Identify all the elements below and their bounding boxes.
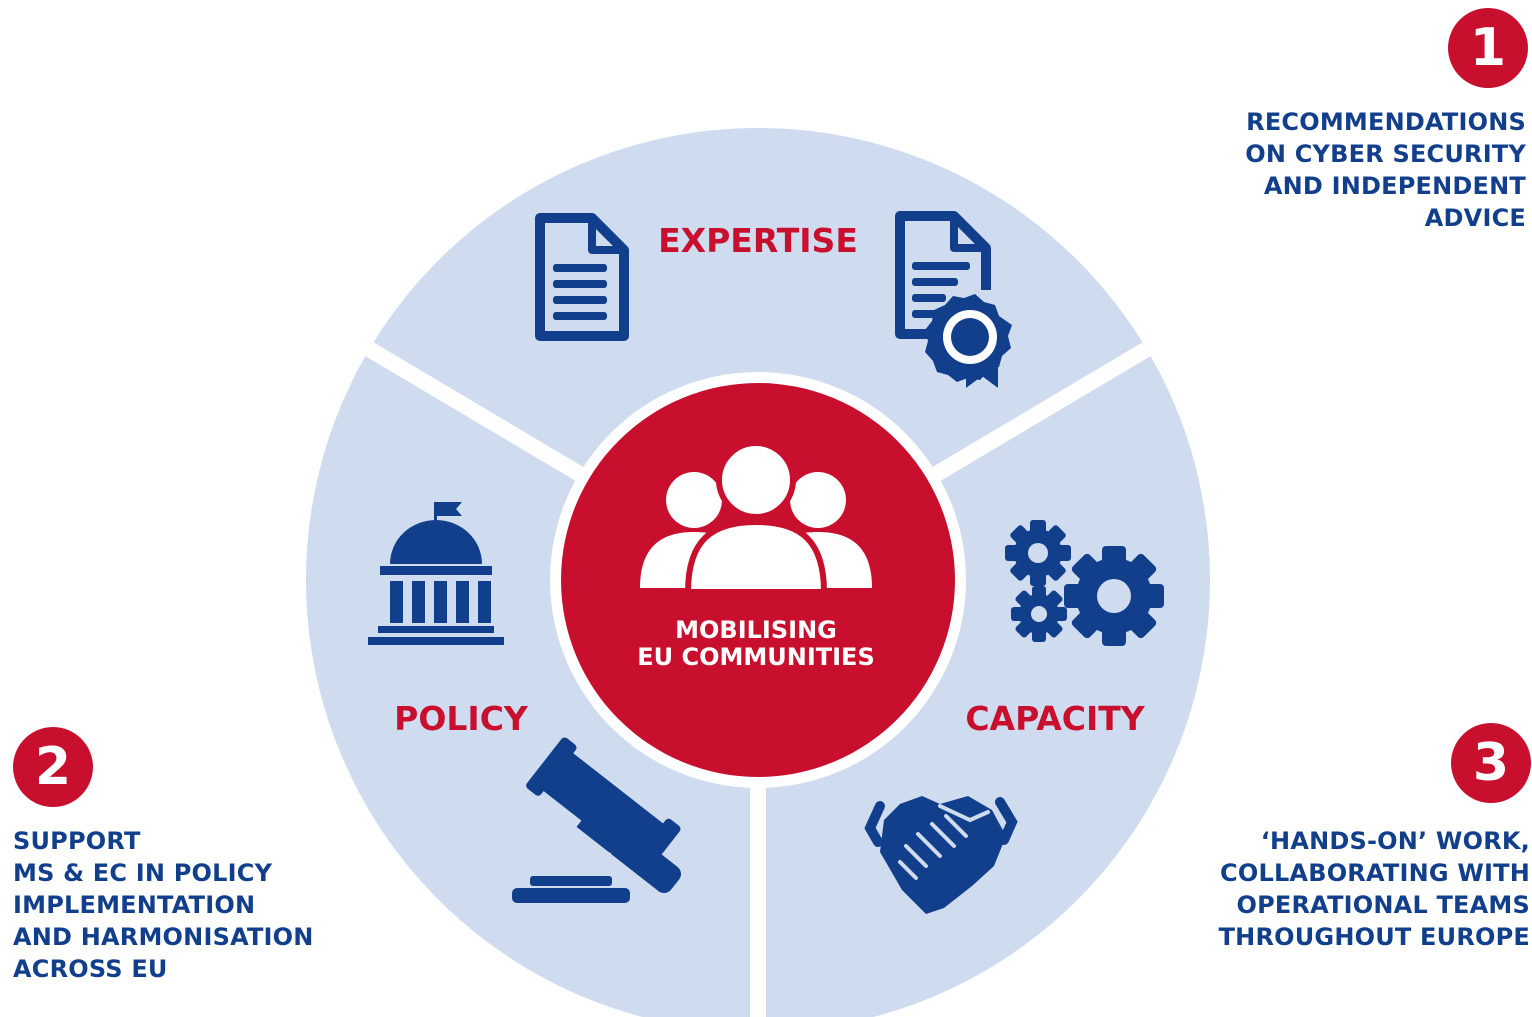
callout-3-line: OPERATIONAL TEAMS [1236,891,1530,919]
callout-2-line: MS & EC IN POLICY [13,859,273,887]
gear-large-icon [1064,546,1164,646]
callout-1-line: ADVICE [1424,204,1526,232]
callout-2-number-badge: 2 [13,727,93,807]
gear-bottom-icon [1011,586,1067,642]
callout-1-line: ON CYBER SECURITY [1245,140,1526,168]
callout-1-line: AND INDEPENDENT [1263,172,1526,200]
document-icon [535,213,629,341]
callout-2-line: IMPLEMENTATION [13,891,256,919]
center-label-line2: EU COMMUNITIES [637,643,875,671]
callout-3-line: THROUGHOUT EUROPE [1218,923,1530,951]
callout-1-number-badge: 1 [1448,8,1528,88]
callout-3-number-badge: 3 [1451,723,1531,803]
segment-label-capacity: CAPACITY [965,699,1145,738]
callout-2-text: SUPPORT MS & EC IN POLICY IMPLEMENTATION… [13,825,314,985]
gavel-icon [512,737,681,903]
government-building-icon [368,502,504,645]
people-group-icon [640,440,872,595]
callout-2-line: AND HARMONISATION [13,923,314,951]
callout-3-line: COLLABORATING WITH [1220,859,1530,887]
gears-icon [1005,520,1164,646]
callout-2-line: SUPPORT [13,827,141,855]
center-label-line1: MOBILISING [675,616,837,644]
callout-3-line: ‘HANDS-ON’ WORK, [1260,827,1530,855]
segment-label-expertise: EXPERTISE [658,221,858,260]
callout-1-text: RECOMMENDATIONS ON CYBER SECURITY AND IN… [1245,106,1526,234]
certificate-icon [895,211,1012,388]
callout-2-line: ACROSS EU [13,955,168,983]
callout-3-text: ‘HANDS-ON’ WORK, COLLABORATING WITH OPER… [1219,825,1530,953]
handshake-icon [864,796,1018,914]
gear-top-icon [1005,520,1071,586]
segment-label-policy: POLICY [394,699,529,738]
callout-1-line: RECOMMENDATIONS [1246,108,1526,136]
